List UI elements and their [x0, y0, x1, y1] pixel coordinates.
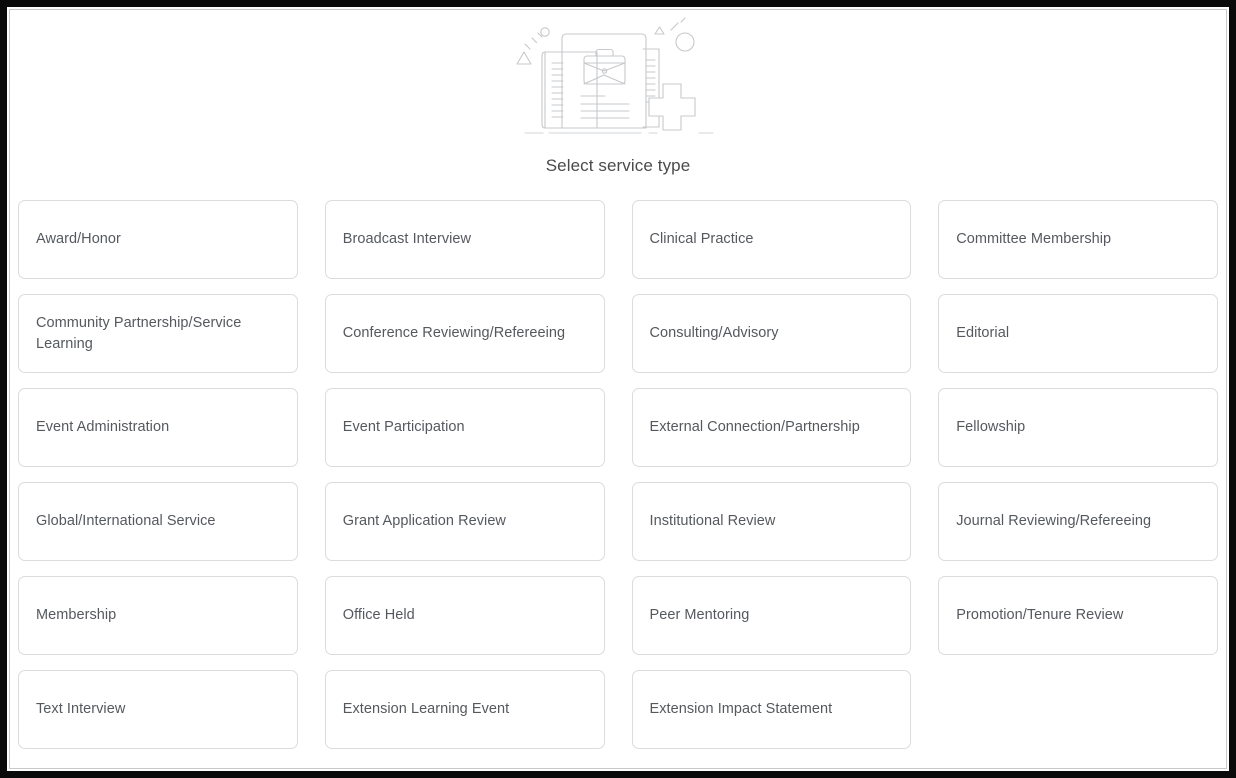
- service-type-card[interactable]: Peer Mentoring: [631, 576, 912, 655]
- service-type-label: Broadcast Interview: [342, 231, 472, 247]
- service-type-label: Event Administration: [36, 419, 170, 435]
- service-type-label: Editorial: [956, 325, 1010, 341]
- service-type-label: Consulting/Advisory: [649, 325, 779, 341]
- service-type-label: Community Partnership/Service Learning: [36, 314, 242, 352]
- service-type-label: Event Participation: [342, 419, 465, 435]
- service-type-card[interactable]: Broadcast Interview: [324, 200, 605, 279]
- service-type-grid: Award/Honor Broadcast Interview Clinical…: [10, 200, 1226, 749]
- service-type-card[interactable]: Conference Reviewing/Refereeing: [324, 294, 605, 373]
- service-type-label: Committee Membership: [956, 231, 1112, 247]
- service-type-label: Grant Application Review: [342, 513, 506, 529]
- service-type-label: Extension Learning Event: [342, 701, 510, 717]
- service-type-label: Membership: [36, 607, 117, 623]
- service-type-card[interactable]: Editorial: [938, 294, 1218, 373]
- service-type-label: Journal Reviewing/Refereeing: [956, 513, 1152, 529]
- service-type-card[interactable]: Event Participation: [324, 388, 605, 467]
- service-type-card[interactable]: Committee Membership: [938, 200, 1218, 279]
- service-type-label: Promotion/Tenure Review: [956, 607, 1124, 623]
- service-type-card[interactable]: Institutional Review: [631, 482, 912, 561]
- service-type-label: External Connection/Partnership: [649, 419, 860, 435]
- service-type-card[interactable]: Office Held: [324, 576, 605, 655]
- page-container: Select service type Award/Honor Broadcas…: [9, 9, 1227, 769]
- service-type-card[interactable]: Event Administration: [18, 388, 298, 467]
- service-type-card[interactable]: External Connection/Partnership: [631, 388, 912, 467]
- service-type-card[interactable]: Grant Application Review: [324, 482, 605, 561]
- hero-section: Select service type: [10, 10, 1226, 176]
- service-type-label: Global/International Service: [36, 513, 216, 529]
- service-type-label: Award/Honor: [36, 231, 121, 247]
- service-type-card[interactable]: Promotion/Tenure Review: [938, 576, 1218, 655]
- service-type-label: Conference Reviewing/Refereeing: [342, 325, 566, 341]
- service-type-label: Institutional Review: [649, 513, 776, 529]
- service-type-label: Extension Impact Statement: [649, 701, 833, 717]
- service-type-card[interactable]: Journal Reviewing/Refereeing: [938, 482, 1218, 561]
- service-type-card[interactable]: Award/Honor: [18, 200, 298, 279]
- page-title: Select service type: [545, 156, 691, 175]
- service-type-label: Office Held: [342, 607, 415, 623]
- service-type-card[interactable]: Extension Impact Statement: [631, 670, 912, 749]
- service-type-card[interactable]: Global/International Service: [18, 482, 298, 561]
- service-type-card[interactable]: Community Partnership/Service Learning: [18, 294, 298, 373]
- service-type-card[interactable]: Fellowship: [938, 388, 1218, 467]
- service-type-label: Text Interview: [36, 701, 126, 717]
- service-type-label: Clinical Practice: [649, 231, 754, 247]
- service-type-card[interactable]: Consulting/Advisory: [631, 294, 912, 373]
- service-type-label: Peer Mentoring: [649, 607, 750, 623]
- service-type-card[interactable]: Extension Learning Event: [324, 670, 605, 749]
- service-type-card[interactable]: Text Interview: [18, 670, 298, 749]
- service-type-card[interactable]: Membership: [18, 576, 298, 655]
- service-type-card[interactable]: Clinical Practice: [631, 200, 912, 279]
- service-type-label: Fellowship: [956, 419, 1026, 435]
- document-briefcase-add-icon: [516, 17, 714, 134]
